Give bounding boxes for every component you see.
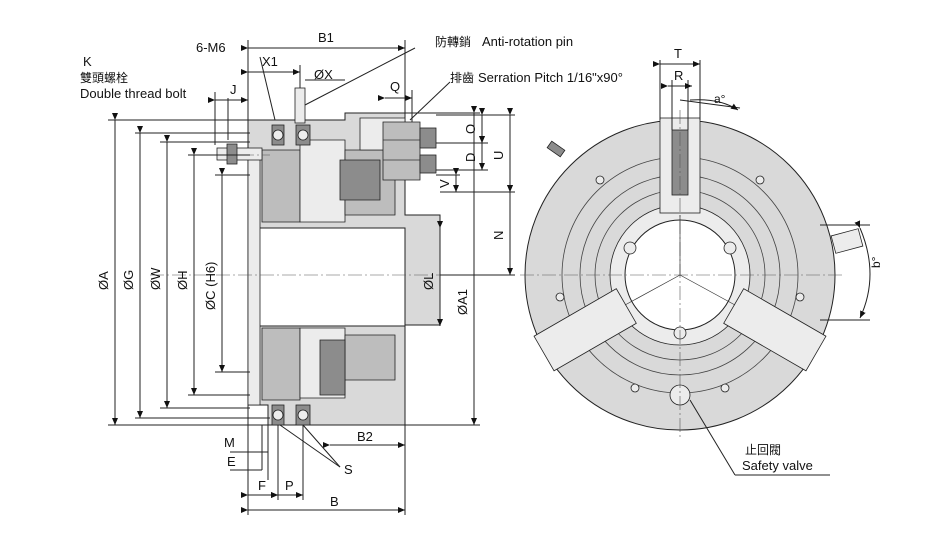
label-r: R <box>674 68 683 83</box>
label-phi-w: ØW <box>148 267 163 290</box>
label-k-en: Double thread bolt <box>80 86 187 101</box>
front-dimensions <box>653 60 871 476</box>
label-phi-a: ØA <box>96 271 111 290</box>
label-e: E <box>227 454 236 469</box>
label-s: S <box>344 462 353 477</box>
label-v: V <box>437 179 452 188</box>
label-k: K <box>83 54 92 69</box>
label-b2: B2 <box>357 429 373 444</box>
label-valve-en: Safety valve <box>742 458 813 473</box>
side-labels: K 雙頭螺栓 Double thread bolt 6-M6 J X1 ØX B… <box>80 30 623 509</box>
label-b: B <box>330 494 339 509</box>
label-phi-l: ØL <box>421 273 436 290</box>
label-pin-cn: 防轉銷 <box>435 34 471 49</box>
label-k-cn: 雙頭螺栓 <box>80 70 128 85</box>
label-j: J <box>230 82 237 97</box>
label-x1: X1 <box>262 54 278 69</box>
label-u: U <box>491 151 506 160</box>
label-b-deg: b° <box>869 256 883 268</box>
label-p: P <box>285 478 294 493</box>
label-phi-a1: ØA1 <box>455 289 470 315</box>
label-m: M <box>224 435 235 450</box>
label-a-deg: a° <box>714 92 726 106</box>
label-q: Q <box>390 79 400 94</box>
label-valve-cn: 止回閥 <box>745 443 781 457</box>
label-m6: 6-M6 <box>196 40 226 55</box>
label-f: F <box>258 478 266 493</box>
label-serration-en: Serration Pitch 1/16"x90° <box>478 70 623 85</box>
label-t: T <box>674 46 682 61</box>
label-d: D <box>463 153 478 162</box>
label-b1: B1 <box>318 30 334 45</box>
front-view <box>520 110 864 440</box>
label-n: N <box>491 231 506 240</box>
label-pin-en: Anti-rotation pin <box>482 34 573 49</box>
label-phi-g: ØG <box>121 270 136 290</box>
side-section-view <box>150 87 470 426</box>
label-phi-c: ØC (H6) <box>203 262 218 310</box>
front-labels: T R a° b° 止回閥 Safety valve <box>674 46 883 473</box>
label-phi-x: ØX <box>314 67 333 82</box>
label-o: O <box>463 124 478 134</box>
label-phi-h: ØH <box>175 271 190 291</box>
side-dimensions <box>108 40 515 515</box>
label-serration-cn: 排齒 <box>450 71 474 85</box>
